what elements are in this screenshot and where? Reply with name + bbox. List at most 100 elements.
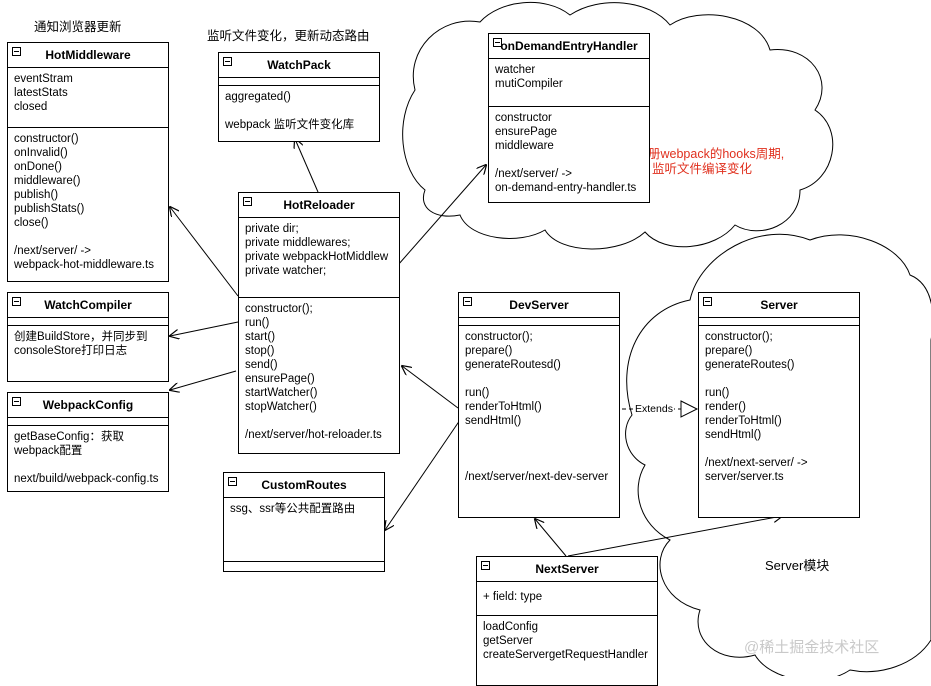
method-line (465, 372, 613, 386)
class-title: CustomRoutes (261, 478, 347, 492)
arrow-nextserver-to-server (567, 516, 782, 557)
attribute-line: private middlewares; (245, 237, 351, 249)
attribute-line: watcher (495, 64, 536, 76)
class-server[interactable]: Server constructor(); prepare() generate… (698, 292, 860, 518)
collapse-toggle-icon[interactable] (12, 397, 21, 406)
class-watchpack[interactable]: WatchPack aggregated() webpack 监听文件变化库 (218, 52, 380, 142)
method-line: loadConfig (483, 621, 538, 633)
method-line: constructor() (14, 133, 79, 145)
method-line: sendHtml() (705, 429, 762, 441)
attributes-section: private dir; private middlewares; privat… (239, 218, 399, 298)
method-line: getServer (483, 635, 533, 647)
class-title: WebpackConfig (42, 398, 134, 412)
arrow-hotreloader-to-webpackconfig (170, 370, 237, 390)
description-line: 创建BuildStore，并同步到 (14, 331, 148, 343)
class-title: HotReloader (283, 198, 355, 212)
attributes-section (8, 418, 168, 426)
collapse-toggle-icon[interactable] (243, 197, 252, 206)
method-line: publish() (14, 189, 59, 201)
arrow-devserver-to-customroutes (385, 419, 461, 530)
class-customroutes[interactable]: CustomRoutes ssg、ssr等公共配置路由 (223, 472, 385, 572)
description-line: consoleStore打印日志 (14, 345, 128, 357)
attribute-line: latestStats (14, 87, 68, 99)
method-line: renderToHtml() (465, 401, 542, 413)
attributes-section: watcher mutiCompiler (489, 59, 649, 107)
attribute-line: eventStram (14, 73, 73, 85)
method-line: run() (245, 317, 270, 329)
collapse-toggle-icon[interactable] (228, 477, 237, 486)
method-line (465, 428, 613, 442)
method-line: send() (245, 359, 278, 371)
collapse-toggle-icon[interactable] (493, 38, 502, 47)
collapse-toggle-icon[interactable] (703, 297, 712, 306)
methods-section: constructor() onInvalid() onDone() middl… (8, 128, 168, 276)
method-line (705, 442, 853, 456)
class-title: WatchCompiler (44, 298, 132, 312)
arrow-hotreloader-to-ondemand (397, 165, 486, 266)
class-nextserver[interactable]: NextServer + field: type loadConfig getS… (476, 556, 658, 686)
collapse-toggle-icon[interactable] (223, 57, 232, 66)
cloud-server-module (625, 233, 931, 676)
class-hotmiddleware[interactable]: HotMiddleware eventStram latestStats clo… (7, 42, 169, 282)
method-line: ensurePage (495, 126, 558, 138)
method-line (705, 372, 853, 386)
method-line (465, 456, 613, 470)
extends-triangle (680, 400, 699, 418)
arrow-devserver-to-hotreloader (402, 366, 459, 409)
method-line: ensurePage() (245, 373, 315, 385)
arrow-hotreloader-to-watchcompiler (170, 321, 239, 336)
methods-section: constructor ensurePage middleware /next/… (489, 107, 649, 199)
methods-section: ssg、ssr等公共配置路由 (224, 498, 384, 562)
method-line: constructor(); (705, 331, 773, 343)
description-line (14, 458, 162, 472)
method-line (245, 414, 393, 428)
file-path-line: /next/server/ -> (14, 245, 92, 257)
collapse-toggle-icon[interactable] (481, 561, 490, 570)
collapse-toggle-icon[interactable] (12, 47, 21, 56)
label-notify-browser: 通知浏览器更新 (34, 20, 122, 34)
description-line: webpack配置 (14, 445, 83, 457)
attributes-section: eventStram latestStats closed (8, 68, 168, 128)
collapse-toggle-icon[interactable] (12, 297, 21, 306)
attribute-line: private webpackHotMiddlew (245, 251, 389, 263)
method-line (14, 230, 162, 244)
method-line: publishStats() (14, 203, 85, 215)
collapse-toggle-icon[interactable] (463, 297, 472, 306)
method-line: prepare() (705, 345, 753, 357)
description-line: ssg、ssr等公共配置路由 (230, 503, 356, 515)
method-line: createServergetRequestHandler (483, 649, 648, 661)
method-line: constructor (495, 112, 552, 124)
class-webpackconfig[interactable]: WebpackConfig getBaseConfig：获取 webpack配置… (7, 392, 169, 492)
method-line: close() (14, 217, 49, 229)
method-line: constructor(); (245, 303, 313, 315)
class-hotreloader[interactable]: HotReloader private dir; private middlew… (238, 192, 400, 454)
attributes-section (459, 318, 619, 326)
methods-section: 创建BuildStore，并同步到 consoleStore打印日志 (8, 326, 168, 362)
cloud-ondemand (402, 1, 834, 250)
class-title: HotMiddleware (45, 48, 131, 62)
class-devserver[interactable]: DevServer constructor(); prepare() gener… (458, 292, 620, 518)
arrow-nextserver-to-devserver (535, 519, 567, 557)
file-path-line: /next/server/ -> (495, 168, 573, 180)
method-line: onDone() (14, 161, 62, 173)
file-path-line: /next/server/hot-reloader.ts (245, 429, 382, 441)
method-line: run() (705, 387, 730, 399)
attributes-section: + field: type (477, 582, 657, 616)
method-line: middleware() (14, 175, 81, 187)
attributes-section (699, 318, 859, 326)
file-path-line: on-demand-entry-handler.ts (495, 182, 637, 194)
file-path-line: webpack-hot-middleware.ts (14, 259, 154, 271)
attribute-line: + field: type (483, 591, 543, 603)
method-line: stop() (245, 345, 275, 357)
class-watchcompiler[interactable]: WatchCompiler 创建BuildStore，并同步到 consoleS… (7, 292, 169, 382)
label-extends: Extends (634, 403, 674, 415)
attributes-section (8, 318, 168, 326)
method-line: prepare() (465, 345, 513, 357)
file-path-line: /next/server/next-dev-server (465, 471, 609, 483)
description-line: getBaseConfig：获取 (14, 431, 124, 443)
label-server-module: Server模块 (765, 558, 830, 573)
class-ondemandentryhandler[interactable]: onDemandEntryHandler watcher mutiCompile… (488, 33, 650, 203)
watermark: @稀土掘金技术社区 (744, 639, 880, 656)
class-title: onDemandEntryHandler (500, 39, 638, 53)
method-line: generateRoutesd() (465, 359, 561, 371)
